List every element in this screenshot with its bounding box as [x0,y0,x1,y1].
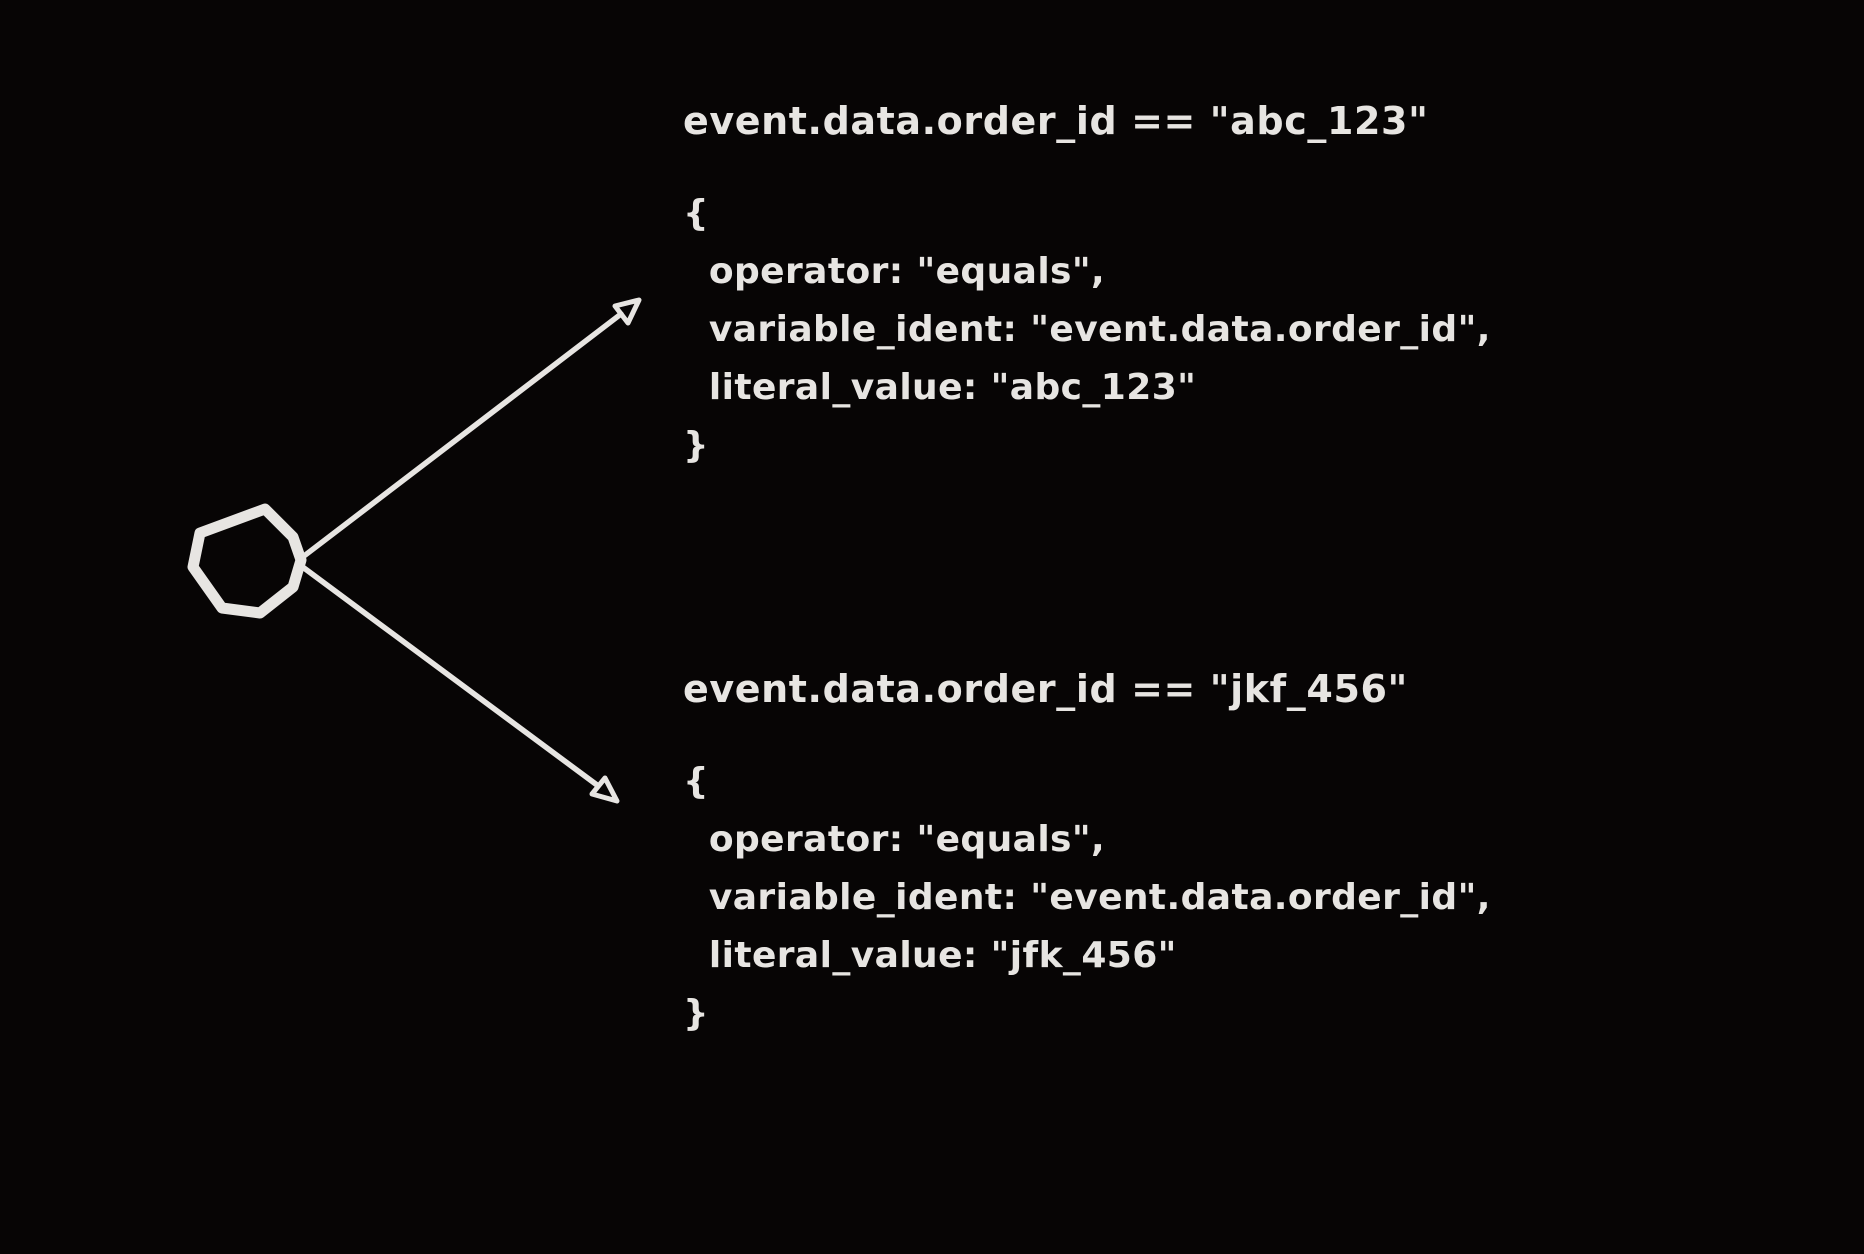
code-line: variable_ident: "event.data.order_id", [683,309,1491,350]
code-line: operator: "equals", [683,819,1106,860]
code-line: operator: "equals", [683,251,1106,292]
code-line: literal_value: "abc_123" [683,367,1197,408]
code-line: } [683,425,710,466]
code-line: variable_ident: "event.data.order_id", [683,877,1491,918]
code-line: { [683,193,710,234]
event-node-circle-icon [187,503,307,619]
condition-1-expression: event.data.order_id == "abc_123" [683,99,1429,143]
condition-branch-2: event.data.order_id == "jkf_456" { opera… [683,665,1491,1043]
code-line: } [683,993,710,1034]
code-line: { [683,761,710,802]
condition-2-expression: event.data.order_id == "jkf_456" [683,667,1408,711]
arrow-to-condition-2-icon [301,565,620,804]
condition-1-json-block: { operator: "equals", variable_ident: "e… [683,185,1491,475]
arrow-to-condition-1-icon [301,297,642,559]
condition-2-json-block: { operator: "equals", variable_ident: "e… [683,753,1491,1043]
condition-branch-1: event.data.order_id == "abc_123" { opera… [683,97,1491,475]
code-line: literal_value: "jfk_456" [683,935,1177,976]
